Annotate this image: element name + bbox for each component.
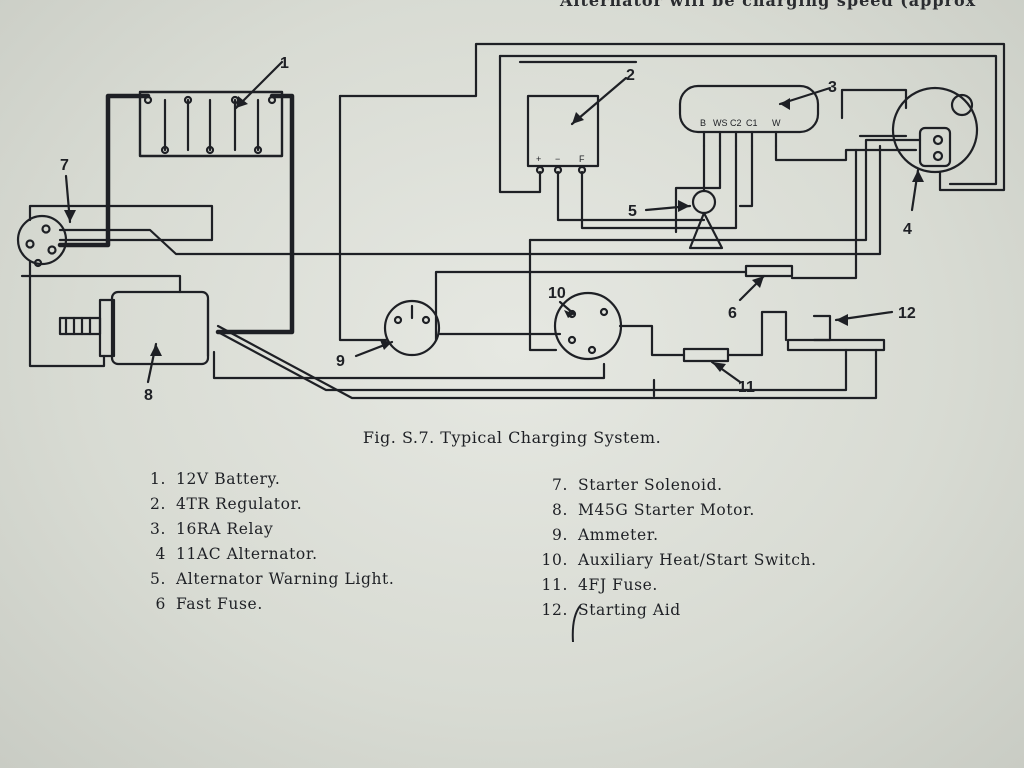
legend-text: 4TR Regulator. [176, 495, 303, 513]
handwritten-pen-mark [571, 605, 581, 643]
starter-motor-component [58, 290, 210, 366]
callout-8: 8 [144, 387, 153, 404]
legend-text: Starting Aid [578, 601, 681, 619]
callout-5: 5 [628, 203, 637, 220]
relay-component [678, 84, 820, 148]
callout-7: 7 [60, 157, 69, 174]
legend-text: 4FJ Fuse. [578, 576, 658, 594]
relay-terminal-w: W [772, 118, 781, 128]
legend-item: 3. 16RA Relay [128, 520, 394, 545]
legend-item: 4 11AC Alternator. [128, 545, 394, 570]
callout-11: 11 [738, 379, 755, 396]
callout-10: 10 [548, 285, 566, 302]
callout-2: 2 [626, 67, 635, 84]
legend-number: 5. [150, 570, 166, 588]
relay-terminal-ws: WS [713, 118, 728, 128]
legend-text: Fast Fuse. [176, 595, 263, 613]
legend-text: Alternator Warning Light. [176, 570, 395, 588]
callout-9: 9 [336, 353, 345, 370]
relay-terminal-b: B [700, 118, 706, 128]
callout-6: 6 [728, 305, 737, 322]
legend-number: 6 [155, 595, 166, 613]
legend-item: 2. 4TR Regulator. [128, 495, 394, 520]
leader-arrow-2 [570, 76, 628, 126]
regulator-terminal-f: F [579, 154, 585, 164]
legend-number: 7. [552, 476, 568, 494]
legend-number: 10. [541, 551, 568, 569]
legend-number: 11. [541, 576, 568, 594]
cut-off-header-text: Alternator will be charging speed (appro… [560, 0, 977, 10]
legend-number: 2. [150, 495, 166, 513]
leader-arrow-10 [558, 300, 576, 316]
fj-fuse-component [682, 347, 730, 363]
legend-text: Ammeter. [578, 526, 659, 544]
legend-right-column: 7. Starter Solenoid. 8. M45G Starter Motor… [530, 476, 817, 626]
legend-text: Starter Solenoid. [578, 476, 723, 494]
callout-3: 3 [828, 79, 837, 96]
legend-number: 1. [150, 470, 166, 488]
legend-item: 12. Starting Aid [530, 601, 817, 626]
legend-number: 12. [541, 601, 568, 619]
legend-item: 9. Ammeter. [530, 526, 817, 551]
legend-item: 6 Fast Fuse. [128, 595, 394, 620]
legend-number: 8. [552, 501, 568, 519]
legend-number: 4 [155, 545, 166, 563]
legend-item: 10. Auxiliary Heat/Start Switch. [530, 551, 817, 576]
callout-12: 12 [898, 305, 916, 322]
legend-item: 5. Alternator Warning Light. [128, 570, 394, 595]
callout-1: 1 [280, 55, 289, 72]
relay-terminal-c2: C2 [730, 118, 742, 128]
leader-arrow-1 [234, 60, 284, 110]
alternator-component [891, 86, 979, 174]
legend-number: 9. [552, 526, 568, 544]
starter-solenoid-component [16, 214, 68, 268]
charging-system-wiring-diagram: 1 2 3 4 5 6 7 8 9 10 11 12 + − F B WS C2… [16, 42, 1006, 404]
legend-text: 16RA Relay [176, 520, 274, 538]
legend-item: 11. 4FJ Fuse. [530, 576, 817, 601]
battery-component [138, 90, 284, 158]
regulator-terminal-minus: − [555, 154, 560, 164]
legend-item: 7. Starter Solenoid. [530, 476, 817, 501]
legend-text: 12V Battery. [176, 470, 281, 488]
callout-4: 4 [903, 221, 912, 238]
legend-item: 8. M45G Starter Motor. [530, 501, 817, 526]
legend-text: M45G Starter Motor. [578, 501, 755, 519]
legend-item: 1. 12V Battery. [128, 470, 394, 495]
legend-text: Auxiliary Heat/Start Switch. [578, 551, 817, 569]
fast-fuse-component [744, 264, 794, 278]
aux-heat-start-switch-component [553, 291, 623, 361]
legend-text: 11AC Alternator. [176, 545, 318, 563]
starting-aid-component [786, 314, 886, 352]
figure-caption: Fig. S.7. Typical Charging System. [362, 428, 662, 447]
relay-terminal-c1: C1 [746, 118, 758, 128]
legend-number: 3. [150, 520, 166, 538]
legend-left-column: 1. 12V Battery. 2. 4TR Regulator. 3. 16RA R… [128, 470, 394, 620]
regulator-terminal-plus: + [536, 154, 541, 164]
ammeter-component [383, 299, 441, 357]
